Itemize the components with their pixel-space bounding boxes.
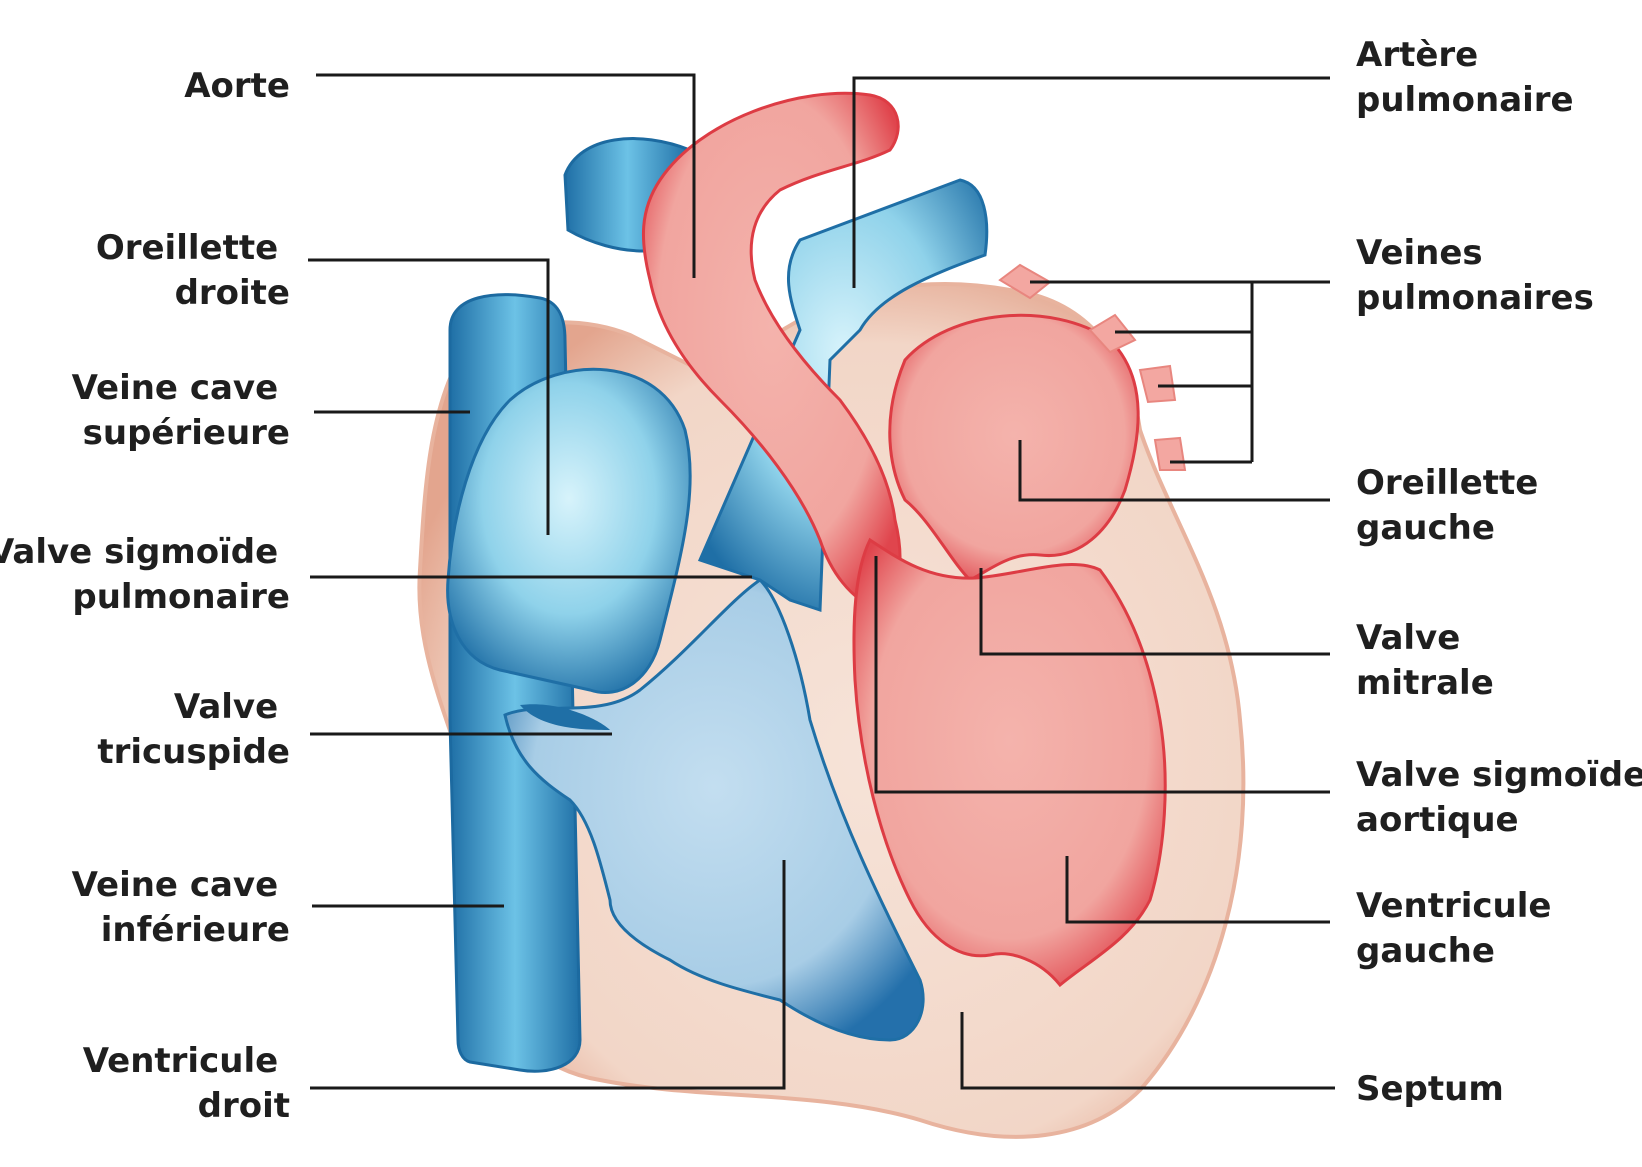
left-labels: Aorte Oreillette droite Veine cave supér… <box>0 66 290 1126</box>
leader-valve-mitrale <box>979 568 1330 656</box>
oreillette-gauche-chamber <box>888 313 1140 582</box>
leader-aorte <box>316 73 696 278</box>
leader-lines <box>308 73 1335 1090</box>
leader-septum <box>960 1012 1335 1090</box>
label-valve-sigmoide-pulmonaire: Valve sigmoïde pulmonaire <box>0 532 290 617</box>
leader-valve-sigmoide-aortique <box>874 556 1330 794</box>
ventricule-droit-chamber <box>503 578 925 1042</box>
label-veine-cave-inferieure: Veine cave inférieure <box>72 865 290 950</box>
label-aorte: Aorte <box>184 66 290 106</box>
label-valve-mitrale: Valve mitrale <box>1356 618 1494 703</box>
label-artere-pulmonaire: Artère pulmonaire <box>1356 35 1574 120</box>
tronc-pulmonaire <box>697 178 989 613</box>
oreillette-droite-chamber <box>446 367 692 695</box>
label-veines-pulmonaires: Veines pulmonaires <box>1356 233 1594 318</box>
label-ventricule-droit: Ventricule droit <box>83 1041 290 1126</box>
ventricule-gauche-chamber <box>852 537 1167 988</box>
leader-ventricule-droit <box>310 860 786 1090</box>
label-ventricule-gauche: Ventricule gauche <box>1356 886 1563 971</box>
right-labels: Artère pulmonaire Veines pulmonaires Ore… <box>1356 35 1642 1109</box>
leader-artere-pulmonaire <box>852 76 1330 288</box>
valve-tricuspide-flap <box>520 704 610 730</box>
label-oreillette-gauche: Oreillette gauche <box>1356 463 1550 548</box>
leader-oreillette-gauche <box>1018 440 1330 502</box>
label-valve-sigmoide-aortique: Valve sigmoïde aortique <box>1356 755 1642 840</box>
leader-oreillette-droite <box>308 258 550 535</box>
label-veine-cave-superieure: Veine cave supérieure <box>72 368 290 453</box>
aorte-arch <box>642 91 902 612</box>
label-oreillette-droite: Oreillette droite <box>96 228 290 313</box>
label-valve-tricuspide: Valve tricuspide <box>97 687 290 772</box>
leader-ventricule-gauche <box>1065 856 1330 924</box>
label-septum: Septum <box>1356 1069 1504 1109</box>
